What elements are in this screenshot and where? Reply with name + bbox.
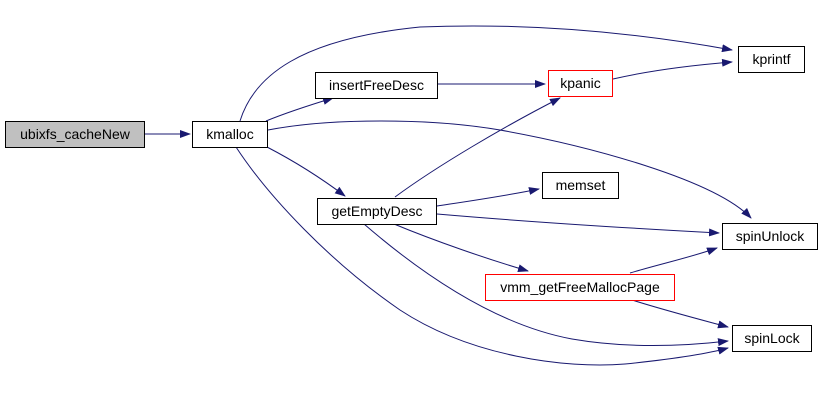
- node-kprintf[interactable]: kprintf: [738, 46, 805, 73]
- edge-getEmptyDesc-to-vmm_getFreeMallocPage: [393, 223, 529, 273]
- edge-getEmptyDesc-to-spinUnlock: [436, 213, 720, 237]
- node-memset[interactable]: memset: [542, 172, 619, 199]
- edge-kmalloc-to-insertFreeDesc: [265, 97, 334, 122]
- node-kmalloc[interactable]: kmalloc: [192, 121, 268, 148]
- edge-vmm_getFreeMallocPage-to-spinLock: [631, 299, 729, 329]
- edge-getEmptyDesc-to-memset: [436, 187, 540, 207]
- edge-kmalloc-to-getEmptyDesc: [266, 146, 346, 197]
- node-spinlock[interactable]: spinLock: [732, 325, 812, 352]
- edge-vmm_getFreeMallocPage-to-spinUnlock: [629, 247, 718, 274]
- node-getemptydesc[interactable]: getEmptyDesc: [317, 198, 437, 225]
- edge-kmalloc-to-kprintf: [239, 25, 733, 122]
- edge-kpanic-to-kprintf: [612, 58, 733, 80]
- node-vmm-getfreemallocpage[interactable]: vmm_getFreeMallocPage: [485, 274, 675, 301]
- node-spinunlock[interactable]: spinUnlock: [722, 223, 818, 250]
- edge-getEmptyDesc-to-spinLock: [363, 223, 729, 347]
- node-ubixfs-cachenew: ubixfs_cacheNew: [5, 121, 145, 148]
- node-insertfreedesc[interactable]: insertFreeDesc: [315, 72, 438, 99]
- node-kpanic[interactable]: kpanic: [548, 70, 613, 97]
- edge-kmalloc-to-spinLock: [235, 146, 729, 366]
- edge-getEmptyDesc-to-kpanic: [394, 97, 561, 198]
